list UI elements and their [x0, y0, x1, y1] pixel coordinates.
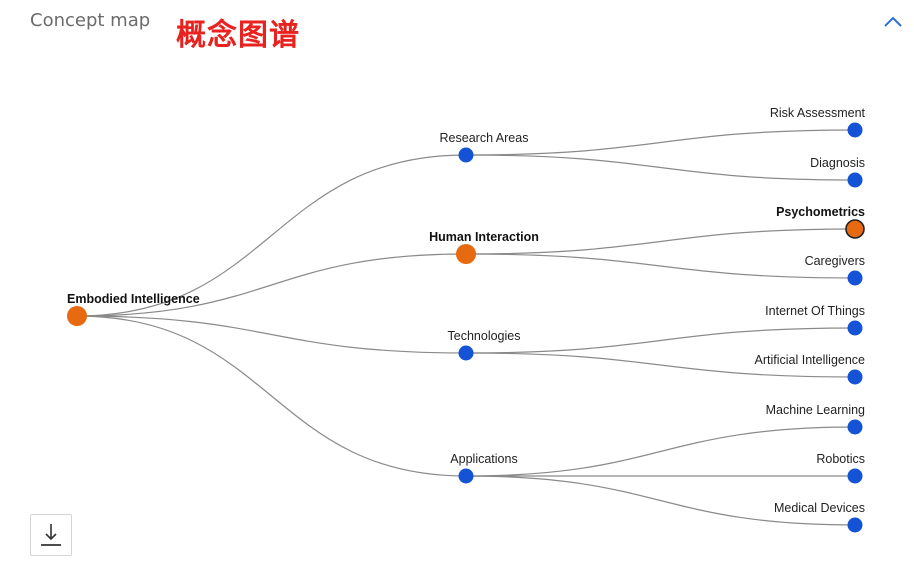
link-root-human-interaction — [76, 253, 467, 317]
download-button[interactable] — [30, 514, 72, 556]
link-applications-machine-learning — [465, 426, 856, 477]
collapse-button[interactable] — [880, 12, 906, 32]
node-human-interaction[interactable] — [456, 244, 476, 264]
link-human-interaction-caregivers — [465, 253, 856, 279]
link-human-interaction-psychometrics — [465, 228, 856, 255]
link-root-research-areas — [76, 154, 467, 317]
concept-nodes — [67, 122, 865, 533]
link-research-areas-risk-assessment — [465, 129, 856, 156]
node-caregivers[interactable] — [847, 270, 863, 286]
chevron-up-icon — [884, 16, 902, 27]
node-diagnosis[interactable] — [847, 172, 863, 188]
concept-labels: Embodied Intelligence Risk AssessmentDiag… — [67, 106, 866, 515]
node-technologies[interactable] — [458, 345, 474, 361]
node-label-artificial-intelligence: Artificial Intelligence — [755, 353, 866, 367]
concept-links — [76, 129, 856, 526]
node-research-areas[interactable] — [458, 147, 474, 163]
link-root-technologies — [76, 315, 467, 354]
node-label-machine-learning: Machine Learning — [766, 403, 865, 417]
node-label-internet-of-things: Internet Of Things — [765, 304, 865, 318]
node-label-diagnosis: Diagnosis — [810, 156, 865, 170]
node-medical-devices[interactable] — [847, 517, 863, 533]
panel-title: Concept map — [30, 10, 151, 31]
node-label-applications: Applications — [450, 452, 517, 466]
node-applications[interactable] — [458, 468, 474, 484]
node-robotics[interactable] — [847, 468, 863, 484]
node-label-robotics: Robotics — [816, 452, 865, 466]
link-root-applications — [76, 315, 467, 477]
link-technologies-artificial-intelligence — [465, 352, 856, 378]
node-label-technologies: Technologies — [448, 329, 521, 343]
link-technologies-internet-of-things — [465, 327, 856, 354]
node-label-caregivers: Caregivers — [805, 254, 865, 268]
node-risk-assessment[interactable] — [847, 122, 863, 138]
node-machine-learning[interactable] — [847, 419, 863, 435]
node-label-research-areas: Research Areas — [440, 131, 529, 145]
overlay-caption: 概念图谱 — [176, 18, 300, 53]
node-embodied-intelligence[interactable] — [67, 306, 87, 326]
node-label-human-interaction: Human Interaction — [429, 230, 539, 244]
link-research-areas-diagnosis — [465, 154, 856, 181]
node-psychometrics[interactable] — [845, 219, 865, 239]
node-internet-of-things[interactable] — [847, 320, 863, 336]
node-label-psychometrics: Psychometrics — [776, 205, 865, 219]
node-label-risk-assessment: Risk Assessment — [770, 106, 866, 120]
link-applications-medical-devices — [465, 475, 856, 526]
node-label-embodied-intelligence: Embodied Intelligence — [67, 292, 200, 306]
download-icon — [41, 524, 61, 546]
node-artificial-intelligence[interactable] — [847, 369, 863, 385]
node-label-medical-devices: Medical Devices — [774, 501, 865, 515]
